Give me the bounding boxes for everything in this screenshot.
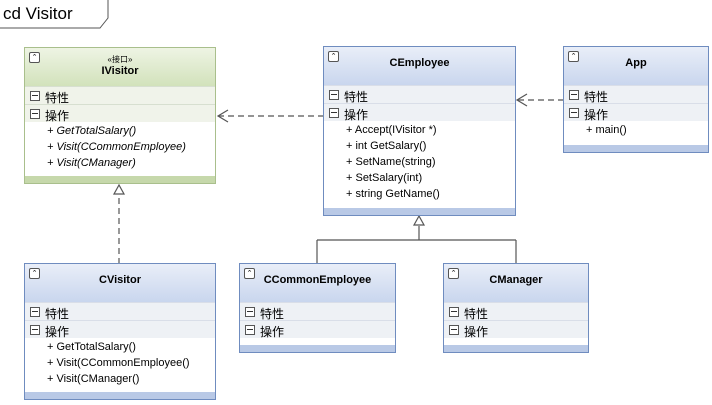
operation: + Visit(CCommonEmployee() [47, 357, 190, 369]
collapse-icon[interactable]: ⌃ [29, 268, 40, 279]
class-footer [25, 176, 215, 183]
collapse-minus-icon[interactable] [245, 307, 255, 317]
collapse-minus-icon[interactable] [30, 325, 40, 335]
class-cvisitor-attributes[interactable]: 特性 [25, 302, 215, 321]
collapse-minus-icon[interactable] [569, 90, 579, 100]
collapse-minus-icon[interactable] [449, 325, 459, 335]
class-app-header: ⌃ App [564, 47, 708, 85]
collapse-minus-icon[interactable] [569, 108, 579, 118]
class-ccommonemployee-operations-header[interactable]: 操作 [240, 320, 395, 339]
operation: + Visit(CCommonEmployee) [47, 141, 186, 153]
class-footer [324, 208, 515, 215]
dependency-arrowhead-cemployee [515, 93, 528, 107]
class-cemployee-operations-header[interactable]: 操作 [324, 103, 515, 122]
operations-label: 操作 [464, 325, 489, 339]
class-cvisitor-operations-header[interactable]: 操作 [25, 320, 215, 339]
class-app-attributes[interactable]: 特性 [564, 85, 708, 104]
class-app-operations: + main() [564, 121, 708, 140]
collapse-icon[interactable]: ⌃ [568, 51, 579, 62]
operation: + Accept(IVisitor *) [346, 124, 437, 136]
attributes-label: 特性 [260, 307, 285, 321]
class-cemployee-operations: + Accept(IVisitor *) + int GetSalary() +… [324, 121, 515, 204]
dependency-arrowhead-ivisitor [216, 109, 229, 123]
class-ccommonemployee-name: CCommonEmployee [263, 274, 372, 286]
frame-title: cd Visitor [3, 4, 73, 23]
class-ccommonemployee[interactable]: ⌃ CCommonEmployee 特性 操作 [239, 263, 396, 353]
class-cemployee[interactable]: ⌃ CEmployee 特性 操作 + Accept(IVisitor *) +… [323, 46, 516, 216]
collapse-minus-icon[interactable] [329, 90, 339, 100]
operations-label: 操作 [45, 109, 70, 123]
collapse-minus-icon[interactable] [449, 307, 459, 317]
attributes-label: 特性 [584, 90, 609, 104]
class-app[interactable]: ⌃ App 特性 操作 + main() [563, 46, 709, 153]
class-ivisitor-attributes[interactable]: 特性 [25, 86, 215, 105]
class-ccommonemployee-header: ⌃ CCommonEmployee [240, 264, 395, 302]
class-cemployee-attributes[interactable]: 特性 [324, 85, 515, 104]
operation: + SetSalary(int) [346, 172, 423, 184]
operations-label: 操作 [260, 325, 285, 339]
class-cmanager-header: ⌃ CManager [444, 264, 588, 302]
class-app-operations-header[interactable]: 操作 [564, 103, 708, 122]
operations-label: 操作 [584, 108, 609, 122]
class-cvisitor-name: CVisitor [99, 274, 141, 286]
class-cvisitor-header: ⌃ CVisitor [25, 264, 215, 302]
class-footer [564, 145, 708, 152]
collapse-minus-icon[interactable] [245, 325, 255, 335]
inheritance-arrowhead [412, 214, 426, 226]
attributes-label: 特性 [45, 91, 70, 105]
class-cmanager[interactable]: ⌃ CManager 特性 操作 [443, 263, 589, 353]
collapse-icon[interactable]: ⌃ [29, 52, 40, 63]
class-cmanager-attributes[interactable]: 特性 [444, 302, 588, 321]
class-footer [25, 392, 215, 399]
collapse-icon[interactable]: ⌃ [448, 268, 459, 279]
realization-arrowhead [112, 183, 126, 195]
operations-label: 操作 [344, 108, 369, 122]
collapse-minus-icon[interactable] [30, 91, 40, 101]
collapse-minus-icon[interactable] [329, 108, 339, 118]
class-footer [240, 345, 395, 352]
class-ivisitor-name: IVisitor [101, 65, 139, 77]
operations-label: 操作 [45, 325, 70, 339]
class-ivisitor-stereotype: «接口» [107, 55, 133, 64]
collapse-minus-icon[interactable] [30, 109, 40, 119]
class-ccommonemployee-attributes[interactable]: 特性 [240, 302, 395, 321]
operation: + main() [586, 124, 627, 136]
class-cmanager-operations-header[interactable]: 操作 [444, 320, 588, 339]
operation: + GetTotalSalary() [47, 341, 136, 353]
class-cemployee-name: CEmployee [389, 57, 450, 69]
collapse-icon[interactable]: ⌃ [328, 51, 339, 62]
operation: + Visit(CManager) [47, 157, 136, 169]
class-ivisitor-operations-header[interactable]: 操作 [25, 104, 215, 123]
operation: + Visit(CManager() [47, 373, 140, 385]
operation: + SetName(string) [346, 156, 436, 168]
class-ivisitor-operations: + GetTotalSalary() + Visit(CCommonEmploy… [25, 122, 215, 173]
class-footer [444, 345, 588, 352]
class-ivisitor-header: ⌃ «接口» IVisitor [25, 48, 215, 86]
class-cvisitor-operations: + GetTotalSalary() + Visit(CCommonEmploy… [25, 338, 215, 389]
collapse-icon[interactable]: ⌃ [244, 268, 255, 279]
class-app-name: App [625, 57, 647, 69]
class-cmanager-name: CManager [489, 274, 543, 286]
attributes-label: 特性 [464, 307, 489, 321]
class-cemployee-header: ⌃ CEmployee [324, 47, 515, 85]
operation: + int GetSalary() [346, 140, 427, 152]
attributes-label: 特性 [344, 90, 369, 104]
frame-tab-outline [0, 0, 109, 29]
attributes-label: 特性 [45, 307, 70, 321]
operation: + string GetName() [346, 188, 440, 200]
operation: + GetTotalSalary() [47, 125, 137, 137]
class-cvisitor[interactable]: ⌃ CVisitor 特性 操作 + GetTotalSalary() + Vi… [24, 263, 216, 400]
collapse-minus-icon[interactable] [30, 307, 40, 317]
class-ivisitor[interactable]: ⌃ «接口» IVisitor 特性 操作 + GetTotalSalary()… [24, 47, 216, 184]
